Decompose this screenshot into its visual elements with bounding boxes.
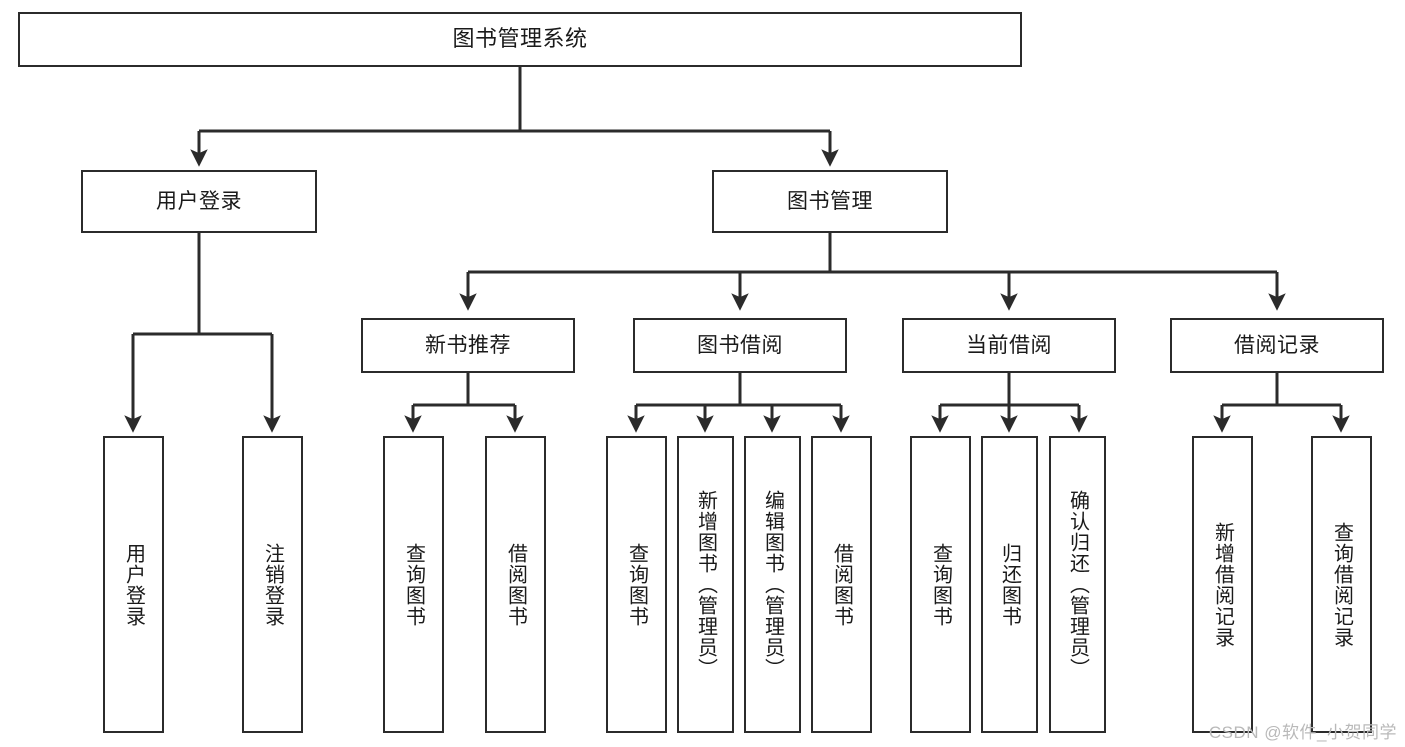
node-user-login[interactable]: 用户登录 [81, 170, 317, 233]
node-label: 图书管理系统 [452, 26, 588, 52]
node-label: 借阅图书 [830, 542, 853, 627]
leaf-logout[interactable]: 注销登录 [242, 436, 303, 733]
leaf-return-book[interactable]: 归还图书 [981, 436, 1038, 733]
node-label: 图书管理 [787, 189, 873, 213]
node-label: 确认归还（管理员） [1066, 490, 1089, 679]
leaf-add-book-admin[interactable]: 新增图书（管理员） [677, 436, 734, 733]
node-label: 编辑图书（管理员） [761, 490, 784, 679]
node-label: 用户登录 [122, 542, 145, 627]
node-root-system[interactable]: 图书管理系统 [18, 12, 1022, 67]
leaf-query-book-borrow[interactable]: 查询图书 [606, 436, 667, 733]
leaf-edit-book-admin[interactable]: 编辑图书（管理员） [744, 436, 801, 733]
node-new-book-recommend[interactable]: 新书推荐 [361, 318, 575, 373]
node-label: 注销登录 [261, 542, 284, 627]
node-label: 新增图书（管理员） [694, 490, 717, 679]
node-label: 借阅图书 [504, 542, 527, 627]
node-label: 用户登录 [156, 189, 242, 213]
node-label: 查询图书 [929, 542, 952, 627]
node-book-manage[interactable]: 图书管理 [712, 170, 948, 233]
node-borrow-record[interactable]: 借阅记录 [1170, 318, 1384, 373]
node-label: 查询图书 [402, 542, 425, 627]
leaf-user-login[interactable]: 用户登录 [103, 436, 164, 733]
leaf-query-book-current[interactable]: 查询图书 [910, 436, 971, 733]
node-label: 新书推荐 [425, 333, 511, 357]
node-label: 新增借阅记录 [1211, 521, 1234, 648]
node-label: 图书借阅 [697, 333, 783, 357]
leaf-borrow-book-borrow[interactable]: 借阅图书 [811, 436, 872, 733]
node-label: 归还图书 [998, 542, 1021, 627]
leaf-borrow-book-recommend[interactable]: 借阅图书 [485, 436, 546, 733]
node-label: 查询借阅记录 [1330, 521, 1353, 648]
node-label: 查询图书 [625, 542, 648, 627]
node-label: 当前借阅 [966, 333, 1052, 357]
node-label: 借阅记录 [1234, 333, 1320, 357]
leaf-query-book-recommend[interactable]: 查询图书 [383, 436, 444, 733]
csdn-watermark: CSDN @软件_小贺同学 [1208, 723, 1397, 742]
node-book-borrow[interactable]: 图书借阅 [633, 318, 847, 373]
leaf-query-borrow-record[interactable]: 查询借阅记录 [1311, 436, 1372, 733]
node-current-borrow[interactable]: 当前借阅 [902, 318, 1116, 373]
leaf-add-borrow-record[interactable]: 新增借阅记录 [1192, 436, 1253, 733]
leaf-confirm-return-admin[interactable]: 确认归还（管理员） [1049, 436, 1106, 733]
